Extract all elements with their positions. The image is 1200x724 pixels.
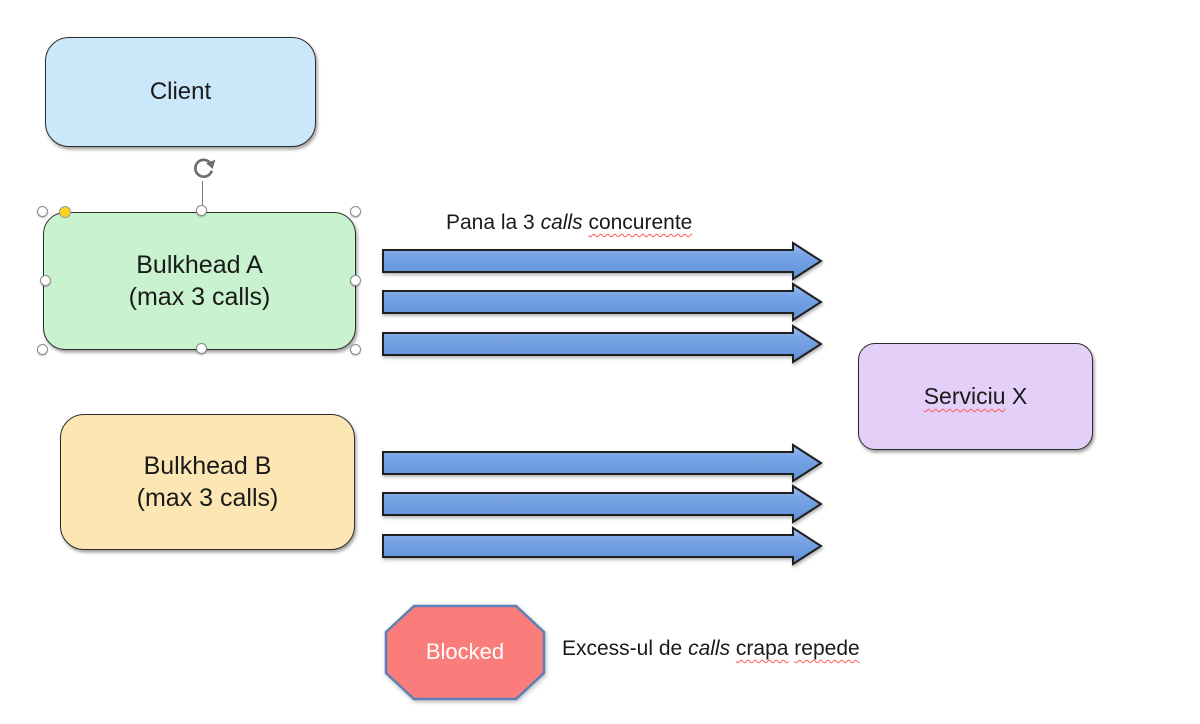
- bulkhead-b-label: Bulkhead B (max 3 calls): [136, 452, 279, 512]
- call-arrow-b-2[interactable]: [382, 484, 824, 524]
- selection-handle-mid-right[interactable]: [350, 275, 361, 286]
- client-shape[interactable]: Client: [45, 37, 316, 147]
- selection-handle-bottom-right[interactable]: [350, 344, 361, 355]
- client-label: Client: [149, 78, 212, 105]
- call-arrow-a-2[interactable]: [382, 282, 824, 322]
- blocked-label: Blocked: [425, 638, 505, 664]
- selection-handle-top-center[interactable]: [196, 205, 207, 216]
- bulkhead-b-shape[interactable]: Bulkhead B (max 3 calls): [60, 414, 355, 550]
- call-arrow-a-3[interactable]: [382, 324, 824, 364]
- bulkhead-a-label: Bulkhead A (max 3 calls): [128, 251, 271, 311]
- selection-handle-bottom-center[interactable]: [196, 343, 207, 354]
- rotate-handle-icon[interactable]: [190, 155, 217, 182]
- rotate-handle-stem: [202, 181, 204, 207]
- blocked-shape[interactable]: Blocked: [384, 604, 546, 701]
- annotation-excess-calls[interactable]: Excess-ul de calls crapa repede: [562, 637, 860, 660]
- bulkhead-a-shape[interactable]: Bulkhead A (max 3 calls): [43, 212, 356, 350]
- blocked-octagon: [384, 604, 546, 701]
- selection-handle-top-left[interactable]: [37, 206, 48, 217]
- call-arrow-a-1[interactable]: [382, 241, 824, 281]
- call-arrow-b-1[interactable]: [382, 443, 824, 483]
- annotation-concurrent-calls[interactable]: Pana la 3 calls concurente: [446, 211, 693, 234]
- call-arrow-b-3[interactable]: [382, 526, 824, 566]
- adjust-handle-yellow[interactable]: [59, 206, 71, 218]
- service-x-shape[interactable]: Serviciu X: [858, 343, 1093, 450]
- selection-handle-top-right[interactable]: [350, 206, 361, 217]
- selection-handle-mid-left[interactable]: [40, 275, 51, 286]
- service-x-label: Serviciu X: [923, 383, 1028, 409]
- selection-handle-bottom-left[interactable]: [37, 344, 48, 355]
